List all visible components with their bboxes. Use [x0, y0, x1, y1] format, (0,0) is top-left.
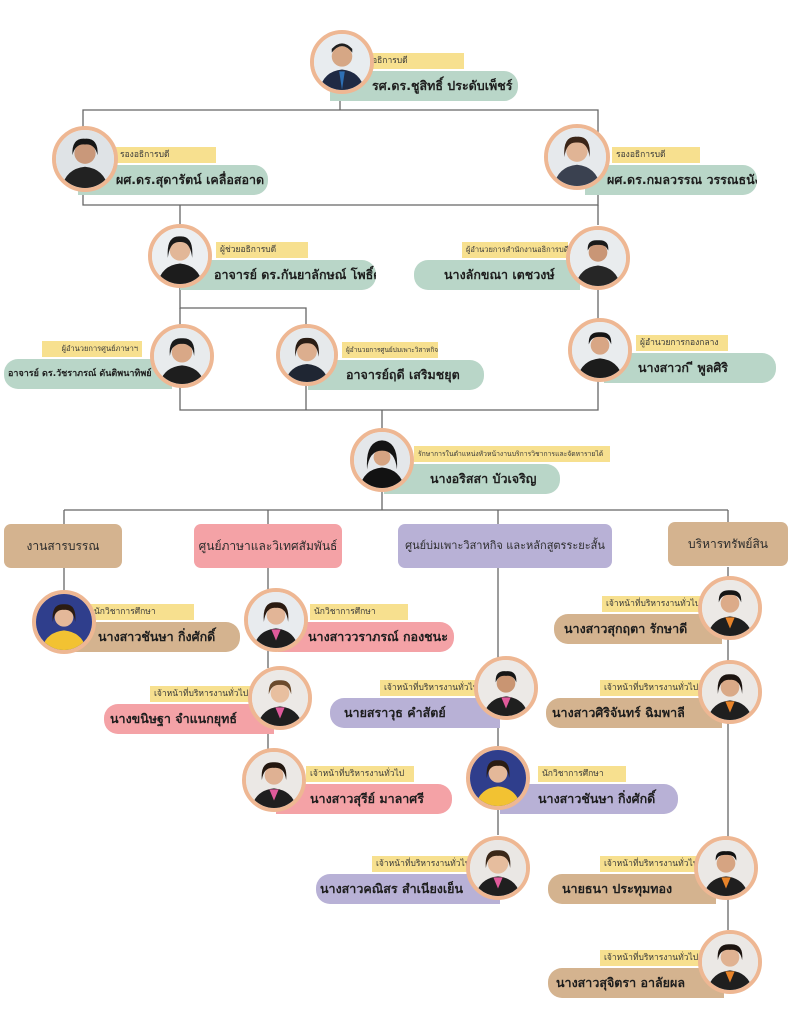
person-name: นางสาวคณิสร สำเนียงเย็น	[316, 874, 500, 904]
person-title: รักษาการในตำแหน่งหัวหน้างานบริการวิชาการ…	[414, 446, 610, 462]
avatar	[698, 660, 762, 724]
avatar	[276, 324, 338, 386]
person-title: นักวิชาการศึกษา	[310, 604, 408, 620]
person-title: ผู้อำนวยการสำนักงานอธิการบดี	[462, 242, 568, 258]
person-title: เจ้าหน้าที่บริหารงานทั่วไป	[306, 766, 414, 782]
person-title: อธิการบดี	[368, 53, 464, 69]
avatar	[52, 126, 118, 192]
person-name: นางสาวสุจิตรา อาลัยผล	[548, 968, 724, 998]
dept-asset: บริหารทรัพย์สิน	[668, 522, 788, 566]
avatar	[310, 30, 374, 94]
person-name: อาจารย์ ดร.วัชราภรณ์ ดันติพนาทิพย์	[4, 359, 172, 389]
avatar	[242, 748, 306, 812]
person-name: รศ.ดร.ชูสิทธิ์ ประดับเพ็ชร์	[330, 71, 518, 101]
person-title: เจ้าหน้าที่บริหารงานทั่วไป	[380, 680, 480, 696]
avatar	[568, 318, 632, 382]
avatar	[698, 930, 762, 994]
avatar	[466, 836, 530, 900]
avatar	[32, 590, 96, 654]
avatar	[244, 588, 308, 652]
person-name: อาจารย์ ดร.กันยาลักษณ์ โพธิ์ดง	[180, 260, 376, 290]
person-name: นางอริสสา บัวเจริญ	[384, 464, 560, 494]
person-name: นางสาวสุรีย์ มาลาศรี	[276, 784, 452, 814]
person-title: รองอธิการบดี	[612, 147, 700, 163]
avatar	[248, 666, 312, 730]
person-title: ผู้อำนวยการศูนย์ภาษาฯ	[42, 341, 142, 357]
person-title: นักวิชาการศึกษา	[538, 766, 626, 782]
avatar	[150, 324, 214, 388]
avatar	[694, 836, 758, 900]
person-title: เจ้าหน้าที่บริหารงานทั่วไป	[600, 680, 706, 696]
person-name: นางลักขณา เตชวงษ์	[414, 260, 580, 290]
person-name: นายสราวุธ คำสัตย์	[330, 698, 500, 728]
person-title: ผู้ช่วยอธิการบดี	[216, 242, 308, 258]
avatar	[566, 226, 630, 290]
avatar	[698, 576, 762, 640]
avatar	[544, 124, 610, 190]
person-name: ผศ.ดร.กมลวรรณ วรรณธนัง	[585, 165, 757, 195]
person-title: เจ้าหน้าที่บริหารงานทั่วไป	[602, 596, 708, 612]
person-title: เจ้าหน้าที่บริหารงานทั่วไป	[600, 856, 706, 872]
person-name: นางสาวก ี พูลศิริ	[604, 353, 776, 383]
person-title: ผู้อำนวยการศูนย์บ่มเพาะวิสาหกิจ	[342, 342, 438, 358]
avatar	[466, 746, 530, 810]
person-title: ผู้อำนวยการกองกลาง	[636, 335, 728, 351]
person-name: นางสาววราภรณ์ กองชนะ	[278, 622, 454, 652]
person-name: นายธนา ประทุมทอง	[548, 874, 716, 904]
person-name: นางสาวสุกฤตา รักษาดี	[554, 614, 722, 644]
avatar	[148, 224, 212, 288]
dept-language: ศูนย์ภาษาและวิเทศสัมพันธ์	[194, 524, 342, 568]
person-title: เจ้าหน้าที่บริหารงานทั่วไป	[600, 950, 706, 966]
person-name: นางขนิษฐา จำแนกยุทธ์	[104, 704, 274, 734]
person-title: นักวิชาการศึกษา	[90, 604, 194, 620]
person-title: รองอธิการบดี	[116, 147, 216, 163]
person-title: เจ้าหน้าที่บริหารงานทั่วไป	[372, 856, 480, 872]
dept-sarabun: งานสารบรรณ	[4, 524, 122, 568]
person-name: นางสาวชันษา กิ่งศักดิ์	[500, 784, 678, 814]
person-name: นางสาวศิริจันทร์ ฉิมพาลี	[546, 698, 722, 728]
avatar	[474, 656, 538, 720]
avatar	[350, 428, 414, 492]
dept-business: ศูนย์บ่มเพาะวิสาหกิจ และหลักสูตรระยะสั้น	[398, 524, 612, 568]
person-title: เจ้าหน้าที่บริหารงานทั่วไป	[150, 686, 258, 702]
person-name: อาจารย์ฤดี เสริมชยุต	[308, 360, 484, 390]
